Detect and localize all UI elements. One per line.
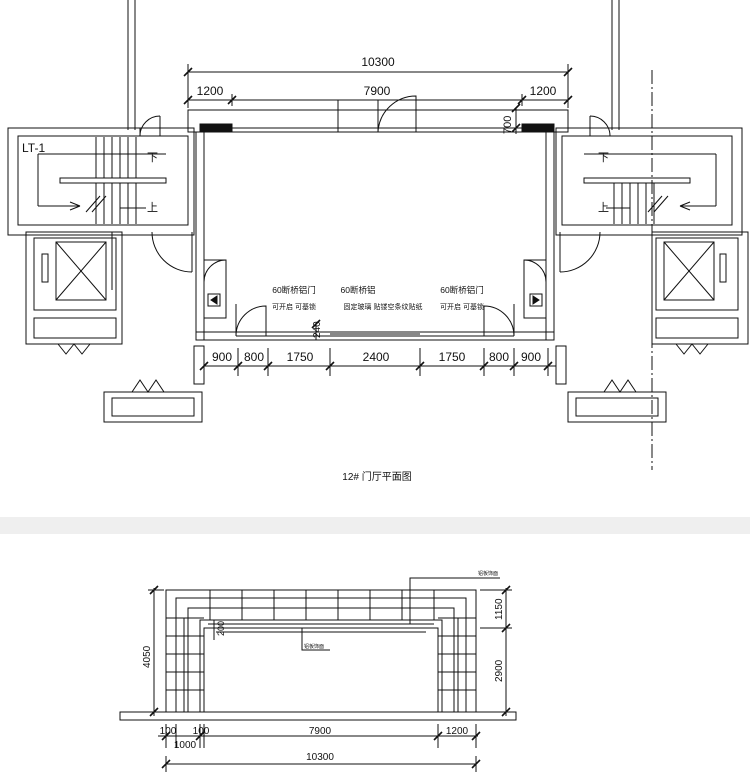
plan-title: 12# 门厅平面图 [342, 470, 411, 483]
elevation-inner-small: 200 [216, 621, 226, 636]
right-stair [583, 153, 717, 224]
elevation-right-dim [480, 585, 512, 717]
elevation-overall-dim: 10300 [306, 752, 334, 763]
right-elevator [559, 231, 749, 355]
elevation-bottom-dims [158, 724, 481, 772]
top-overall-dim: 10300 [361, 55, 395, 69]
elevation-left-dim [148, 585, 164, 717]
elevation-height-top: 1150 [494, 598, 505, 620]
elevation-note-center: 铝板饰面 [304, 643, 324, 650]
door-note-right-2: 可开启 可基锁 [440, 302, 484, 311]
bottom-dim-1: 900 [212, 350, 232, 364]
elevation-height-bottom: 2900 [494, 659, 505, 682]
door-note-center-2: 固定玻璃 贴镂空条纹贴纸 [344, 302, 423, 311]
plan-view [7, 0, 749, 470]
top-columns [127, 0, 620, 130]
planters [103, 379, 667, 423]
bottom-dim-6: 800 [489, 350, 509, 364]
lift-tag: LT-1 [22, 141, 45, 155]
right-stair-up-label: 上 [598, 201, 609, 214]
right-stair-down-label: 下 [598, 152, 609, 164]
elevation-dim-7900: 7900 [309, 726, 332, 737]
canopy [187, 95, 569, 133]
bottom-dim-3: 1750 [287, 350, 314, 364]
door-note-left-1: 60断桥铝门 [272, 285, 315, 295]
sheet-divider [0, 517, 750, 534]
elevation-dim-100-left: 100 [160, 726, 177, 737]
elevation-height-total: 4050 [142, 645, 153, 668]
top-right-dim: 1200 [530, 84, 557, 98]
bottom-dim-2: 800 [244, 350, 264, 364]
left-elevator [25, 231, 193, 355]
elevation-tile-grid [166, 590, 476, 712]
door-note-right-1: 60断桥铝门 [440, 285, 483, 295]
main-walls [7, 115, 743, 340]
small-dim-240: 240 [312, 321, 323, 338]
door-note-center-1: 60断桥铝 [341, 285, 376, 295]
canopy-depth-dim: 700 [502, 116, 514, 134]
bottom-dim-5: 1750 [439, 350, 466, 364]
elevation-leaders [213, 577, 500, 651]
bottom-dim-7: 900 [521, 350, 541, 364]
left-stair [37, 137, 167, 224]
left-stair-down-label: 下 [147, 152, 158, 164]
top-left-dim: 1200 [197, 84, 224, 98]
left-stair-up-label: 上 [147, 201, 158, 214]
bottom-dim-4: 2400 [363, 350, 390, 364]
elevation-dim-1200: 1200 [446, 726, 469, 737]
bottom-dimension-chain [199, 348, 556, 376]
elevation-dim-100-right: 100 [193, 726, 210, 737]
top-center-dim: 7900 [364, 84, 391, 98]
elevation-view [119, 577, 517, 772]
elevation-dim-1000: 1000 [174, 740, 197, 751]
lobby-front [195, 259, 555, 341]
door-note-left-2: 可开启 可基锁 [272, 302, 316, 311]
elevation-note-top: 铝板饰面 [478, 570, 498, 577]
